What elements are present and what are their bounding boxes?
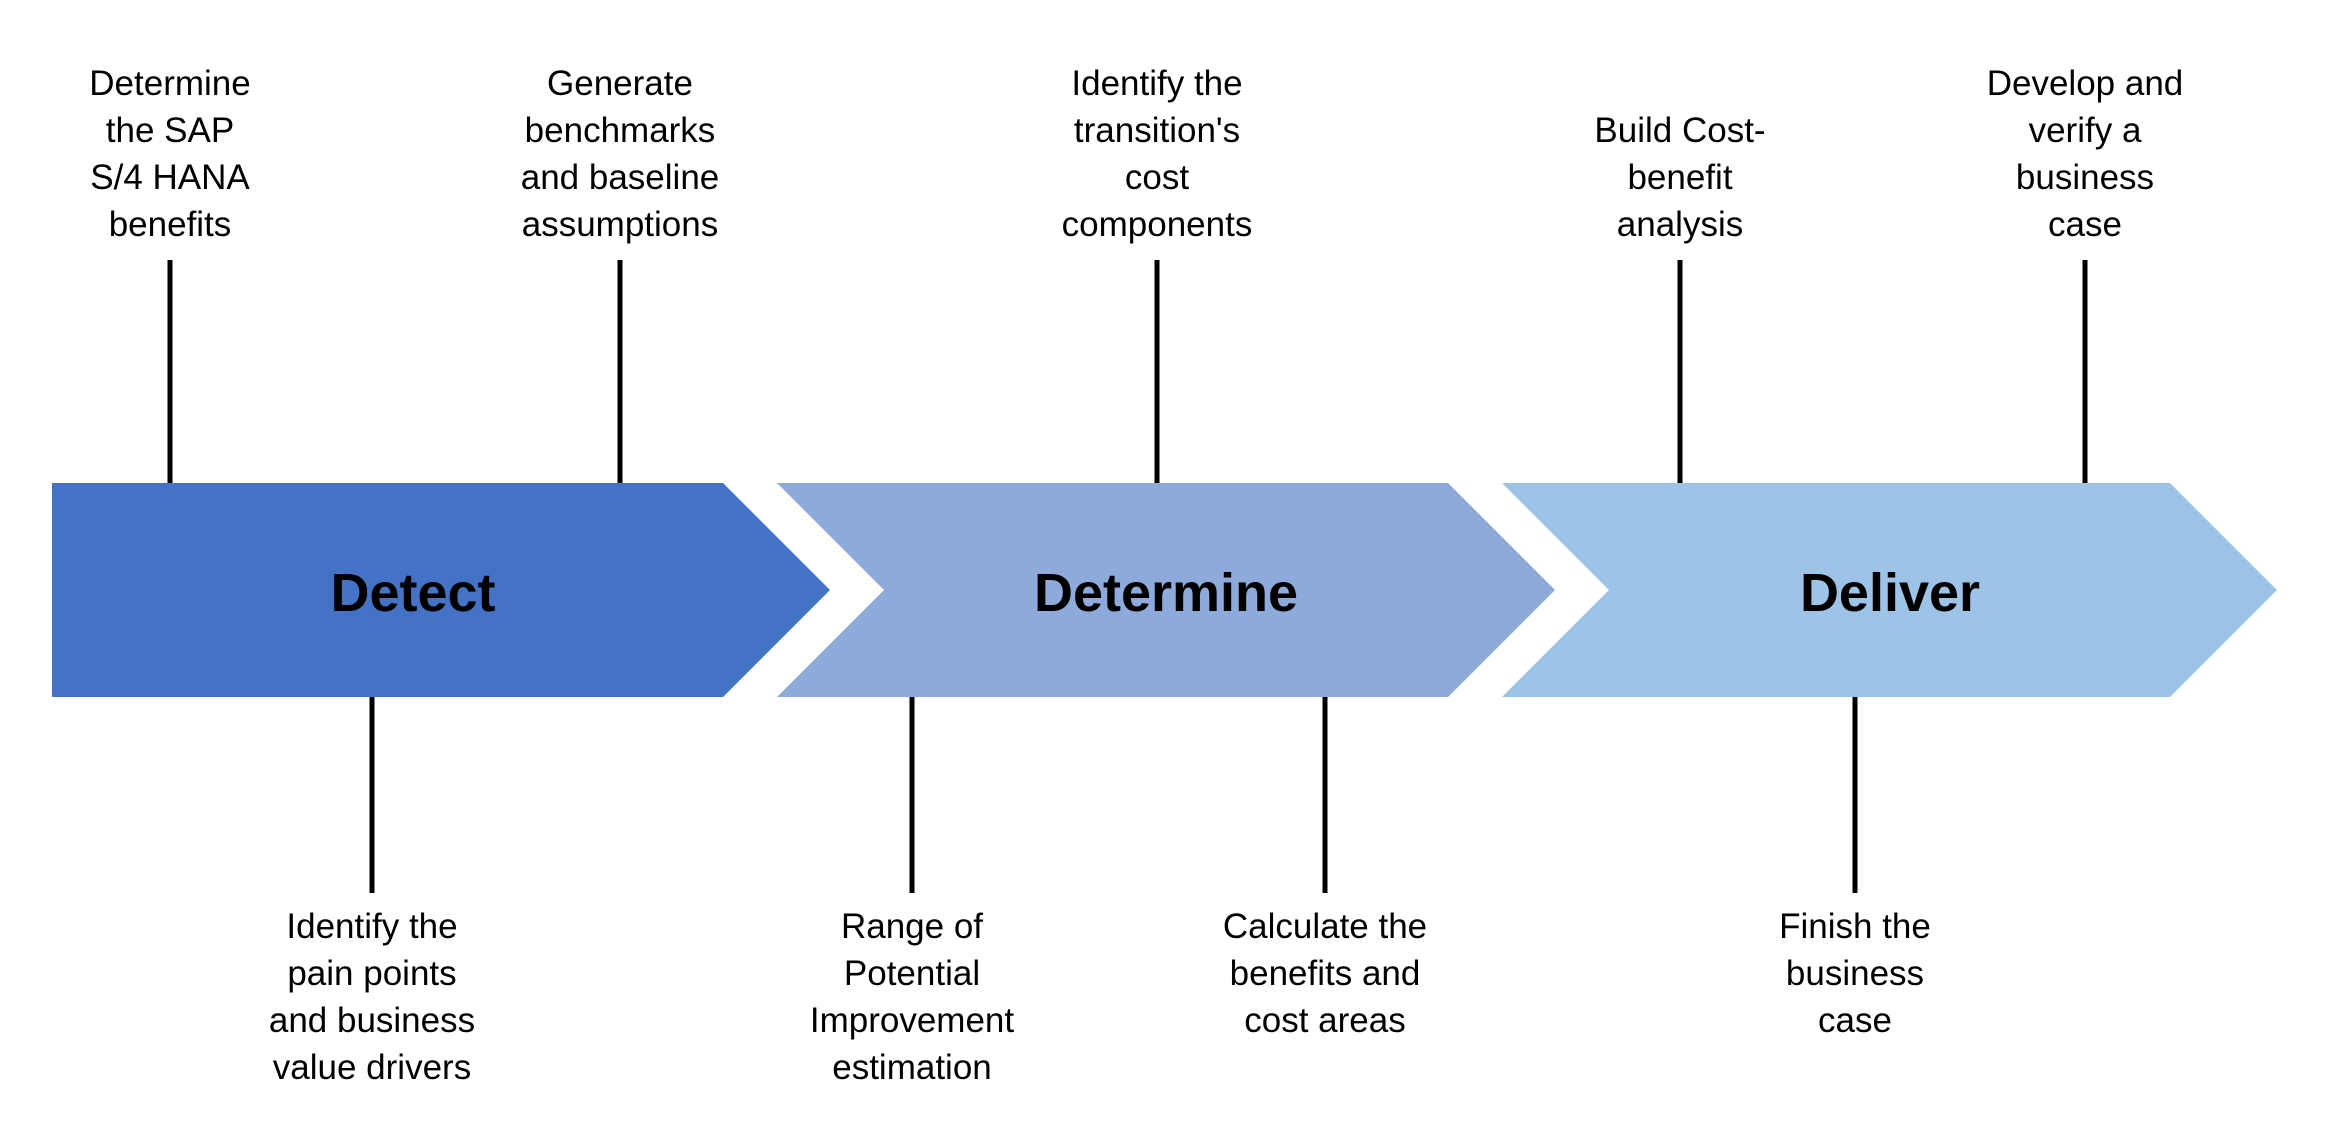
step-top-2: Generate benchmarks and baseline assumpt… xyxy=(520,64,720,244)
step-top-1: Determine the SAP S/4 HANA benefits xyxy=(89,64,251,244)
step-top-4: Build Cost- benefit analysis xyxy=(1594,111,1766,244)
step-bottom-1: Identify the pain points and business va… xyxy=(268,907,476,1087)
chevron-deliver xyxy=(1502,483,2277,697)
step-bottom-3: Calculate the benefits and cost areas xyxy=(1222,907,1428,1040)
phase-label-determine: Determine xyxy=(1033,563,1299,623)
chevron-detect xyxy=(52,483,830,697)
chevron-determine xyxy=(777,483,1555,697)
step-top-3: Identify the transition's cost component… xyxy=(1061,64,1253,244)
step-bottom-4: Finish the business case xyxy=(1779,907,1931,1040)
step-top-5: Develop and verify a business case xyxy=(1986,64,2184,244)
step-bottom-2: Range of Potential Improvement estimatio… xyxy=(809,907,1015,1087)
phase-label-detect: Detect xyxy=(330,563,496,623)
phase-label-deliver: Deliver xyxy=(1799,563,1981,623)
